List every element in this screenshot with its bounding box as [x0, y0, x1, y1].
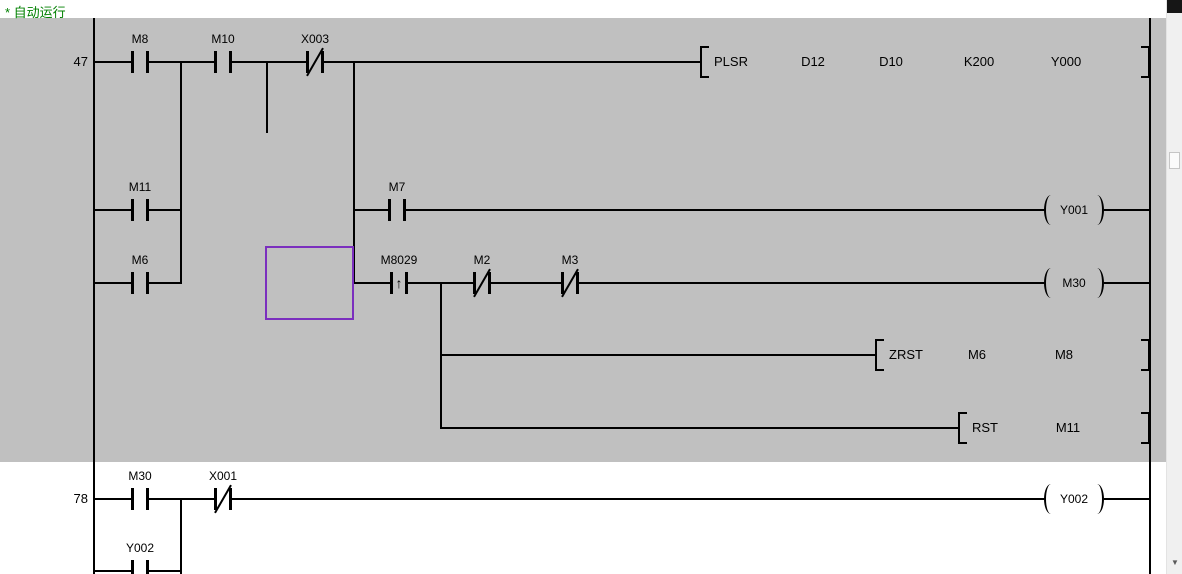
contact-label: M2 — [473, 253, 491, 267]
branch-vertical — [440, 282, 442, 429]
pulse-up-icon: ↑ — [395, 275, 403, 291]
wire — [232, 498, 1046, 500]
instruction-opcode[interactable]: RST — [972, 420, 998, 435]
branch-vertical — [180, 61, 182, 284]
wire — [232, 61, 306, 63]
instruction-operand[interactable]: K200 — [963, 54, 995, 69]
instruction-left-bracket — [875, 339, 884, 371]
wire — [442, 354, 875, 356]
vertical-scrollbar[interactable]: ▼ — [1166, 0, 1182, 574]
instruction-right-bracket — [1141, 339, 1150, 371]
statement-row[interactable]: * 自动运行 — [0, 0, 1166, 20]
instruction-right-bracket — [1141, 412, 1150, 444]
branch-vertical — [353, 61, 355, 284]
branch-vertical — [180, 498, 182, 574]
contact-label: Y002 — [125, 541, 155, 555]
coil-Y002[interactable]: Y002 — [1059, 492, 1089, 506]
instruction-operand[interactable]: D12 — [801, 54, 825, 69]
wire — [95, 498, 131, 500]
wire — [149, 282, 180, 284]
contact-label: M30 — [128, 469, 152, 483]
wire — [95, 209, 131, 211]
coil-M30[interactable]: M30 — [1062, 276, 1086, 290]
instruction-opcode[interactable]: ZRST — [889, 347, 923, 362]
coil-left-arc — [1044, 268, 1058, 298]
contact-M11[interactable] — [131, 199, 149, 221]
wire — [408, 282, 442, 284]
rung-number-47: 47 — [73, 54, 88, 69]
contact-label: M7 — [388, 180, 406, 194]
wire — [1104, 282, 1149, 284]
instruction-operand[interactable]: M8 — [1054, 347, 1074, 362]
power-rail-left — [93, 18, 95, 574]
coil-left-arc — [1044, 195, 1058, 225]
wire — [149, 570, 180, 572]
instruction-operand[interactable]: Y000 — [1050, 54, 1082, 69]
coil-right-arc — [1090, 484, 1104, 514]
wire — [491, 282, 561, 284]
coil-right-arc — [1090, 195, 1104, 225]
contact-M8029-pulse[interactable]: ↑ — [390, 272, 408, 294]
coil-right-arc — [1090, 268, 1104, 298]
contact-M3-nc[interactable] — [561, 268, 579, 298]
contact-label: X001 — [208, 469, 238, 483]
contact-M6[interactable] — [131, 272, 149, 294]
contact-label: M10 — [211, 32, 235, 46]
contact-M2-nc[interactable] — [473, 268, 491, 298]
contact-label: M6 — [131, 253, 149, 267]
power-rail-right — [1149, 18, 1151, 574]
wire — [442, 282, 473, 284]
wire — [149, 209, 180, 211]
selected-rung-block-background — [0, 18, 1166, 462]
instruction-left-bracket — [700, 46, 709, 78]
contact-M10[interactable] — [214, 51, 232, 73]
contact-label: X003 — [300, 32, 330, 46]
wire — [324, 61, 700, 63]
scroll-up-button[interactable] — [1167, 0, 1182, 13]
instruction-operand[interactable]: M11 — [1055, 420, 1081, 435]
contact-M8[interactable] — [131, 51, 149, 73]
instruction-left-bracket — [958, 412, 967, 444]
contact-label: M8 — [131, 32, 149, 46]
scroll-thumb[interactable] — [1169, 152, 1180, 169]
wire — [95, 282, 131, 284]
wire — [95, 570, 131, 572]
contact-label: M8029 — [380, 253, 418, 267]
contact-X001-nc[interactable] — [214, 484, 232, 514]
contact-label: M11 — [128, 180, 152, 194]
rung-comment-text[interactable]: * 自动运行 — [5, 5, 66, 20]
wire — [579, 282, 1046, 284]
instruction-operand[interactable]: M6 — [967, 347, 987, 362]
coil-Y001[interactable]: Y001 — [1059, 203, 1089, 217]
ladder-background — [0, 462, 1166, 574]
wire — [1104, 209, 1149, 211]
instruction-operand[interactable]: D10 — [879, 54, 903, 69]
wire — [442, 427, 958, 429]
wire — [355, 282, 390, 284]
instruction-right-bracket — [1141, 46, 1150, 78]
contact-label: M3 — [561, 253, 579, 267]
contact-Y002[interactable] — [131, 560, 149, 574]
wire — [95, 61, 131, 63]
contact-X003-nc[interactable] — [306, 47, 324, 77]
wire — [355, 209, 388, 211]
scroll-down-icon[interactable]: ▼ — [1171, 558, 1179, 567]
instruction-opcode[interactable]: PLSR — [714, 54, 748, 69]
edit-cursor — [265, 246, 354, 320]
contact-M7[interactable] — [388, 199, 406, 221]
coil-left-arc — [1044, 484, 1058, 514]
wire — [406, 209, 1046, 211]
wire — [1104, 498, 1149, 500]
rung-number-78: 78 — [73, 491, 88, 506]
contact-M30[interactable] — [131, 488, 149, 510]
vertical-stub — [266, 61, 268, 133]
